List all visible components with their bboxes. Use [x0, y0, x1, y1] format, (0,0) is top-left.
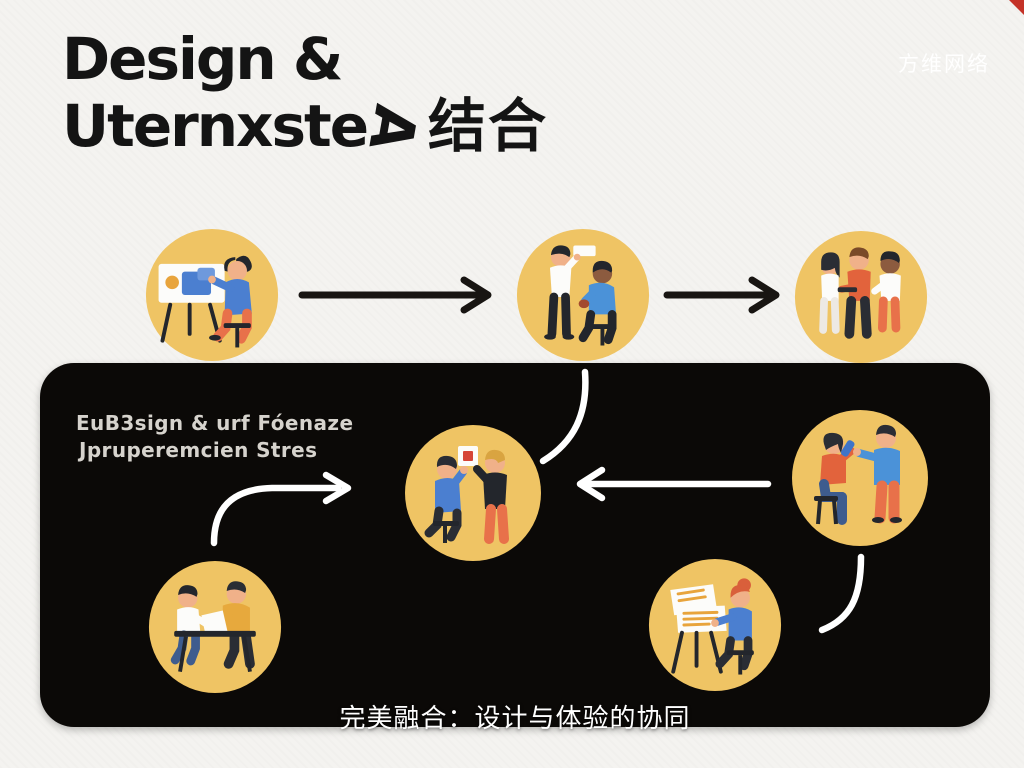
illustration-handoff-review	[790, 408, 930, 548]
panel-label-line2: Jpruperemcien Stres	[79, 438, 318, 462]
title-line1: Design &	[62, 25, 343, 93]
illustration-user-interview	[515, 227, 651, 363]
feedback-session-icon	[405, 425, 541, 561]
pair-collaboration-icon	[148, 560, 282, 694]
panel-label-line1: EuB3sign & urf Fóenaze	[76, 411, 354, 435]
user-interview-icon	[516, 228, 650, 362]
handoff-review-icon	[792, 410, 928, 546]
illustration-documentation-review	[647, 557, 783, 693]
illustration-feedback-session	[403, 423, 543, 563]
designer-at-easel-icon	[145, 228, 279, 362]
title-line2-cn: 结合	[427, 92, 548, 161]
title-line2-latin: Uternxste	[62, 92, 369, 161]
title-line2: UternxsteA结合	[62, 92, 548, 160]
panel-label: EuB3sign & urf Fóenaze Jpruperemcien Str…	[76, 410, 353, 464]
team-discussion-icon	[794, 230, 928, 364]
illustration-designer-at-easel	[144, 227, 280, 363]
page-title: Design &UternxsteA结合	[62, 25, 548, 161]
illustration-pair-collaboration	[147, 559, 283, 695]
watermark: 方维网络	[898, 52, 990, 76]
bottom-caption: 完美融合：设计与体验的协同	[339, 704, 691, 734]
corner-accent-icon	[1009, 0, 1024, 15]
documentation-review-icon	[648, 558, 782, 692]
illustration-team-discussion	[793, 229, 929, 365]
